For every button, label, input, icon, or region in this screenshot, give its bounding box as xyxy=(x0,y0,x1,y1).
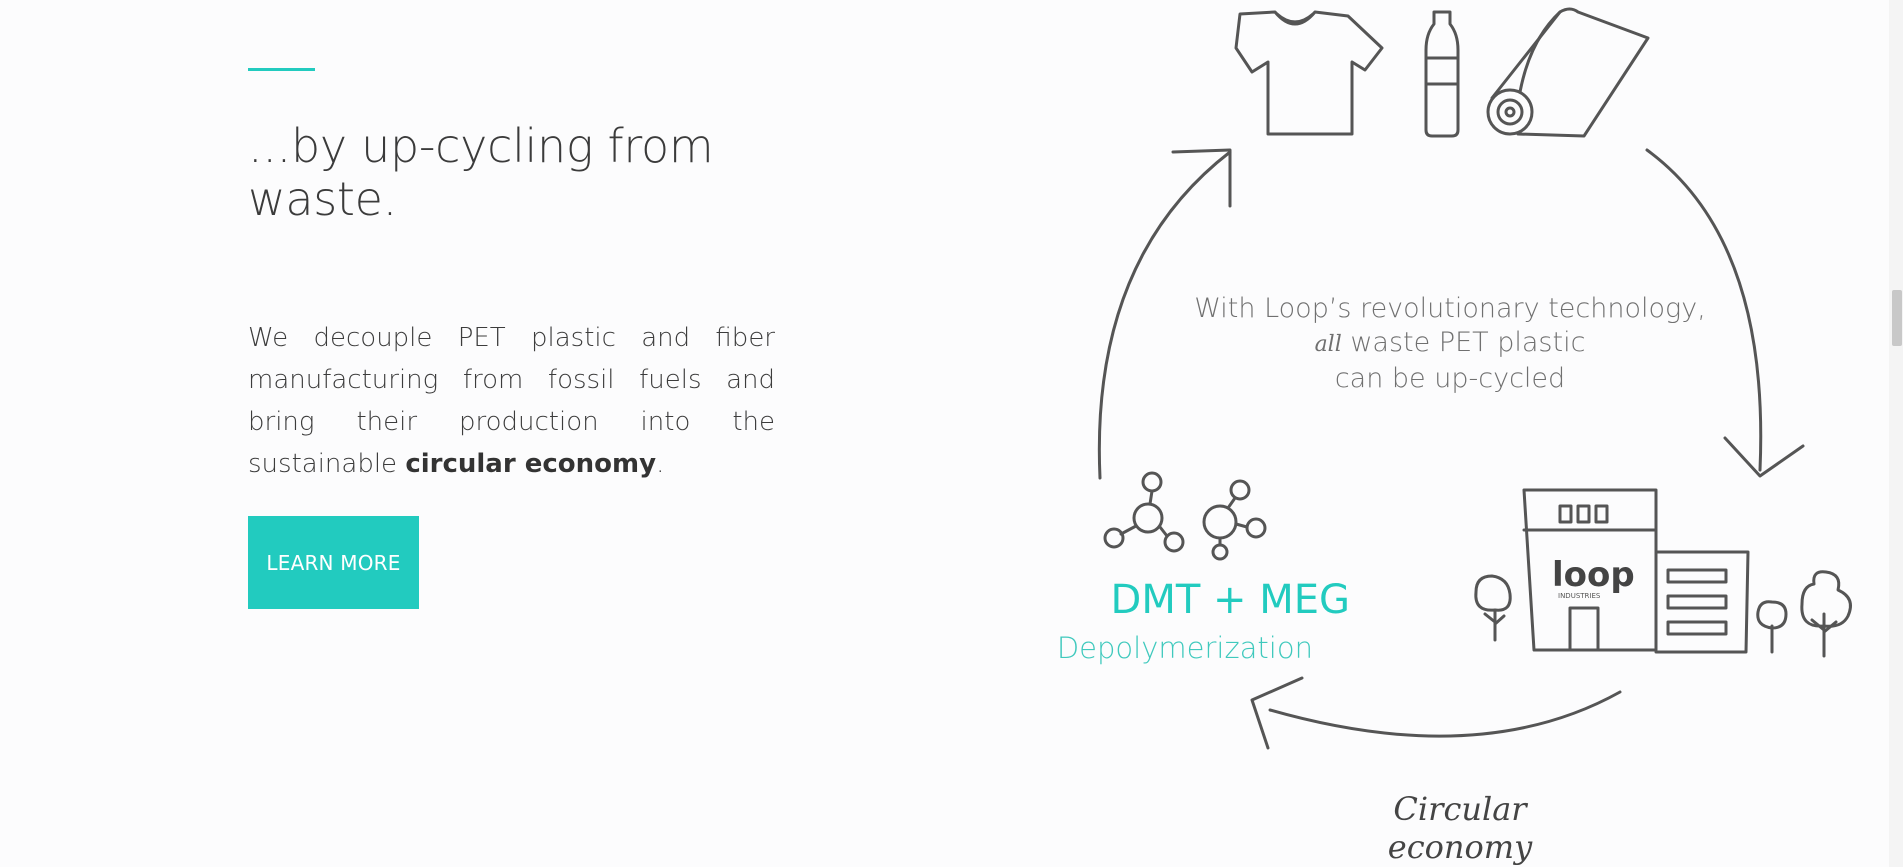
accent-line xyxy=(248,68,315,71)
bottle-icon xyxy=(1424,10,1460,138)
circular-economy-label: Circular economy xyxy=(1387,790,1533,866)
learn-more-button[interactable]: LEARN MORE xyxy=(248,516,419,609)
fabric-roll-icon xyxy=(1486,7,1650,138)
page-scrollbar[interactable] xyxy=(1889,0,1903,867)
tree-icon xyxy=(1756,600,1788,654)
cycle-arrow-icon xyxy=(1645,148,1805,478)
molecule-icon xyxy=(1103,471,1267,561)
dmt-meg-label: DMT + MEG xyxy=(1110,577,1350,623)
body-intro: We decouple PET plastic and fiber manufa… xyxy=(248,323,775,479)
tree-icon xyxy=(1800,570,1852,658)
circular-economy-diagram: loop INDUSTRIES With Loop’s revolutionar… xyxy=(1030,0,1860,867)
factory-logo-text: loop xyxy=(1552,555,1635,595)
cycle-arrow-icon xyxy=(1097,148,1232,480)
factory-icon: loop INDUSTRIES xyxy=(1522,488,1750,654)
heading-line-1: ...by up-cycling from xyxy=(248,119,714,173)
center-line-2-wrap: all waste PET plastic xyxy=(1170,326,1730,362)
body-strong: circular economy xyxy=(405,449,657,479)
heading-line-2: waste. xyxy=(248,172,397,226)
section-body-text: We decouple PET plastic and fiber manufa… xyxy=(248,317,775,485)
section-heading: ...by up-cycling from waste. xyxy=(248,120,808,226)
center-line-3: can be up-cycled xyxy=(1334,363,1566,394)
tshirt-icon xyxy=(1234,10,1384,136)
tree-icon xyxy=(1474,574,1512,642)
center-italic: all xyxy=(1314,332,1342,357)
factory-logo-subtext: INDUSTRIES xyxy=(1558,592,1601,600)
scrollbar-thumb[interactable] xyxy=(1892,290,1902,346)
center-line-1: With Loop’s revolutionary technology, xyxy=(1194,293,1706,324)
body-end: . xyxy=(656,449,665,479)
cycle-arrow-icon xyxy=(1250,676,1622,750)
center-line-2: waste PET plastic xyxy=(1341,327,1586,358)
diagram-center-text: With Loop’s revolutionary technology, al… xyxy=(1170,292,1730,396)
depolymerization-label: Depolymerization xyxy=(1056,631,1313,665)
